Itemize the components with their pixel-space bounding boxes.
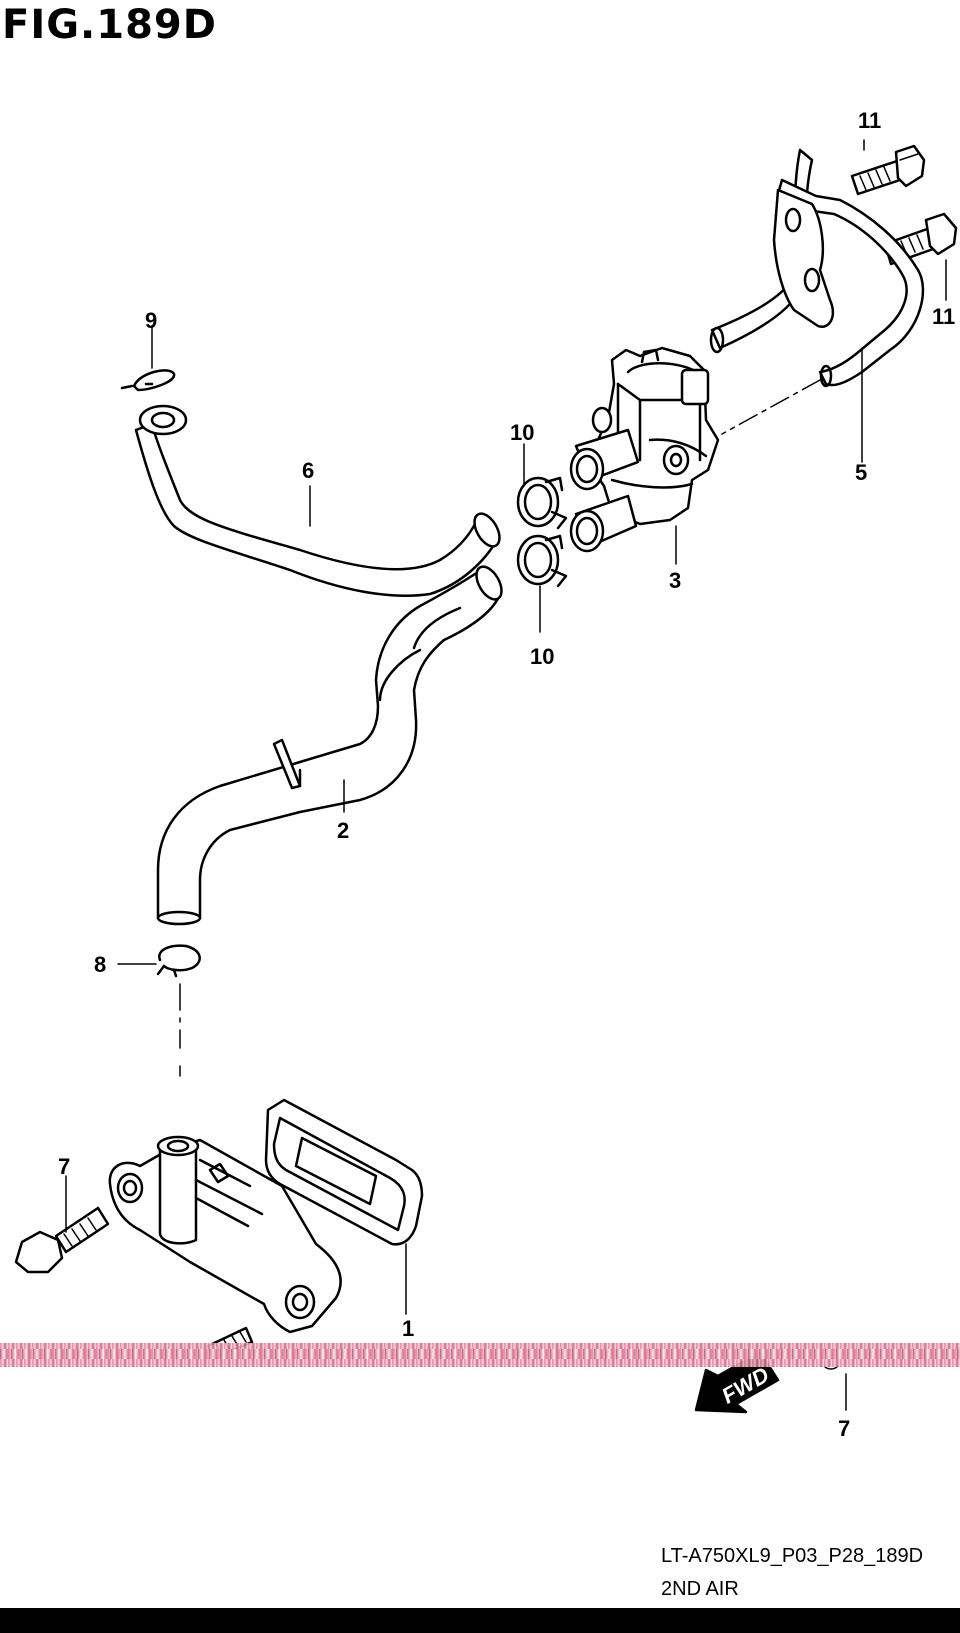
pipe-bracket	[108, 1135, 342, 1334]
bolt-7-left	[14, 1206, 110, 1274]
leader-lines	[65, 139, 947, 1411]
clip-8	[156, 944, 201, 1077]
hose-6	[134, 404, 501, 597]
callout-3: 3	[669, 568, 681, 593]
clamp-10-lower	[516, 534, 568, 588]
scan-noise-band-inner	[0, 1349, 960, 1359]
bottom-bar	[0, 1608, 960, 1633]
section-name: 2ND AIR	[661, 1578, 739, 1600]
callout-11-lower: 11	[932, 304, 955, 329]
diagram-code: LT-A750XL9_P03_P28_189D	[661, 1545, 924, 1567]
valve-3	[569, 346, 720, 553]
callout-8: 8	[94, 952, 106, 977]
callout-7-left: 7	[58, 1154, 70, 1179]
callout-10-upper: 10	[510, 420, 534, 445]
hose-2	[156, 565, 503, 926]
figure-title: FIG.189D	[2, 2, 217, 48]
callout-7-right: 7	[838, 1416, 850, 1441]
callout-11-upper: 11	[858, 108, 881, 133]
clamp-10-upper	[516, 476, 568, 530]
callout-2: 2	[337, 818, 349, 843]
callout-9: 9	[145, 308, 157, 333]
clip-9	[120, 369, 176, 392]
pipe-5	[709, 148, 925, 435]
callout-5: 5	[855, 460, 867, 485]
bolt-11-upper	[850, 144, 926, 196]
callout-6: 6	[302, 458, 314, 483]
callout-1: 1	[402, 1316, 414, 1341]
callout-10-lower: 10	[530, 644, 554, 669]
gasket-1	[264, 1098, 424, 1246]
